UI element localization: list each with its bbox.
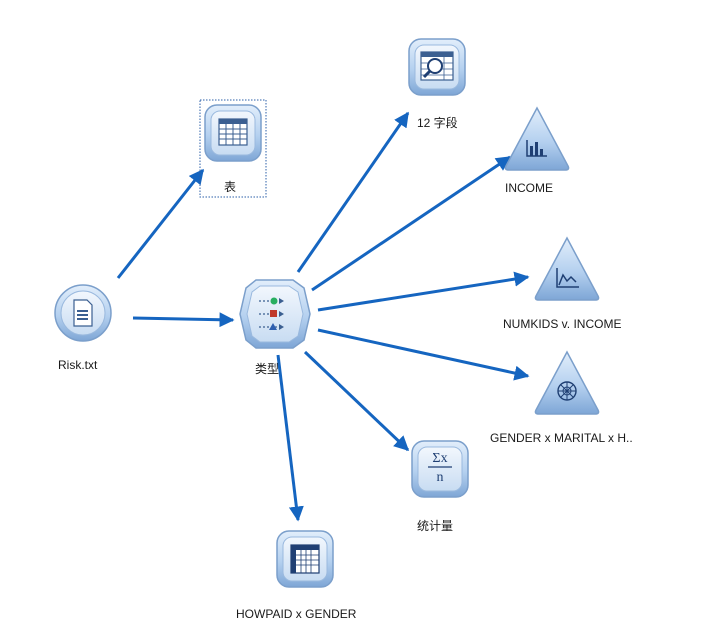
data-audit-node[interactable]: [408, 38, 466, 96]
plot-icon: [556, 268, 579, 288]
link-type-to-plot[interactable]: [317, 271, 530, 312]
source-node-label: Risk.txt: [58, 358, 98, 372]
selection-outline: [199, 99, 267, 198]
web-node[interactable]: [534, 350, 600, 415]
link-type-to-web[interactable]: [317, 328, 530, 381]
table-node[interactable]: [204, 104, 262, 162]
matrix-node[interactable]: [276, 530, 334, 588]
data-audit-node-label: 12 字段: [417, 116, 458, 130]
type-node-icon: [259, 297, 284, 330]
link-type-to-matrix[interactable]: [276, 354, 304, 522]
matrix-icon: [290, 544, 320, 574]
link-type-to-statistics[interactable]: [303, 350, 410, 452]
data-audit-icon: [420, 51, 454, 81]
type-node[interactable]: [239, 279, 311, 349]
plot-node[interactable]: [534, 236, 600, 301]
link-type-to-histogram[interactable]: [311, 155, 512, 292]
link-type-to-data-audit[interactable]: [296, 111, 410, 273]
matrix-node-label: HOWPAID x GENDER: [236, 607, 357, 621]
histogram-node[interactable]: [504, 106, 570, 171]
web-node-label: GENDER x MARITAL x H..: [490, 431, 633, 445]
histogram-node-label: INCOME: [505, 181, 553, 195]
type-node-label: 类型: [255, 362, 280, 376]
source-node[interactable]: [54, 284, 112, 342]
link-source-to-table[interactable]: [116, 168, 205, 279]
link-source-to-type[interactable]: [132, 312, 235, 328]
statistics-node[interactable]: Σx n: [411, 440, 469, 498]
statistics-icon: Σx n: [428, 451, 452, 485]
web-graph-icon: [557, 381, 577, 401]
table-icon: [218, 118, 248, 146]
table-node-label: 表: [224, 180, 237, 194]
svg-text:n: n: [437, 470, 444, 485]
svg-text:Σx: Σx: [432, 451, 447, 466]
variable-file-source-icon: [73, 299, 93, 327]
plot-node-label: NUMKIDS v. INCOME: [503, 317, 622, 331]
statistics-node-label: 统计量: [417, 519, 454, 533]
histogram-icon: [526, 140, 547, 157]
